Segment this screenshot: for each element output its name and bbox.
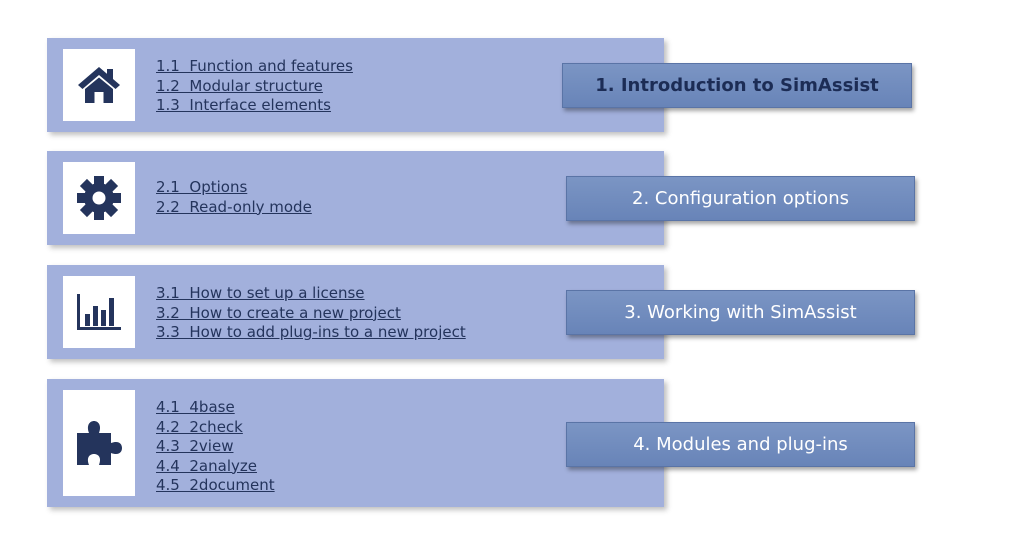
- section-panel-2: 2.1 Options 2.2 Read-only mode: [47, 151, 664, 245]
- section-panel-3: 3.1 How to set up a license 3.2 How to c…: [47, 265, 664, 359]
- section-button-2[interactable]: 2. Configuration options: [566, 176, 915, 221]
- link-4-4[interactable]: 4.4 2analyze: [156, 456, 257, 475]
- section-4-links: 4.1 4base 4.2 2check 4.3 2view 4.4 2anal…: [156, 398, 275, 496]
- link-4-3[interactable]: 4.3 2view: [156, 437, 234, 455]
- link-1-3[interactable]: 1.3 Interface elements: [156, 96, 331, 114]
- bar-chart-icon: [77, 294, 121, 330]
- home-icon: [78, 67, 120, 103]
- section-button-3[interactable]: 3. Working with SimAssist: [566, 290, 915, 335]
- link-1-1[interactable]: 1.1 Function and features: [156, 57, 353, 75]
- bar-chart-icon-box: [63, 276, 135, 348]
- link-4-1[interactable]: 4.1 4base: [156, 398, 235, 416]
- home-icon-box: [63, 49, 135, 121]
- puzzle-piece-icon-box: [63, 390, 135, 496]
- section-panel-1: 1.1 Function and features 1.2 Modular st…: [47, 38, 664, 132]
- puzzle-piece-icon: [77, 421, 122, 465]
- section-button-1[interactable]: 1. Introduction to SimAssist: [562, 63, 912, 108]
- section-3-links: 3.1 How to set up a license 3.2 How to c…: [156, 284, 466, 343]
- link-1-2[interactable]: 1.2 Modular structure: [156, 76, 323, 95]
- section-button-4[interactable]: 4. Modules and plug-ins: [566, 422, 915, 467]
- link-2-2[interactable]: 2.2 Read-only mode: [156, 197, 312, 216]
- section-panel-4: 4.1 4base 4.2 2check 4.3 2view 4.4 2anal…: [47, 379, 664, 507]
- section-2-links: 2.1 Options 2.2 Read-only mode: [156, 178, 312, 217]
- gear-icon: [77, 176, 121, 220]
- section-1-links: 1.1 Function and features 1.2 Modular st…: [156, 57, 353, 116]
- link-4-5[interactable]: 4.5 2document: [156, 476, 275, 494]
- link-3-2[interactable]: 3.2 How to create a new project: [156, 303, 401, 322]
- link-2-1[interactable]: 2.1 Options: [156, 178, 248, 196]
- link-3-3[interactable]: 3.3 How to add plug-ins to a new project: [156, 323, 466, 341]
- link-3-1[interactable]: 3.1 How to set up a license: [156, 284, 365, 302]
- link-4-2[interactable]: 4.2 2check: [156, 417, 243, 436]
- gear-icon-box: [63, 162, 135, 234]
